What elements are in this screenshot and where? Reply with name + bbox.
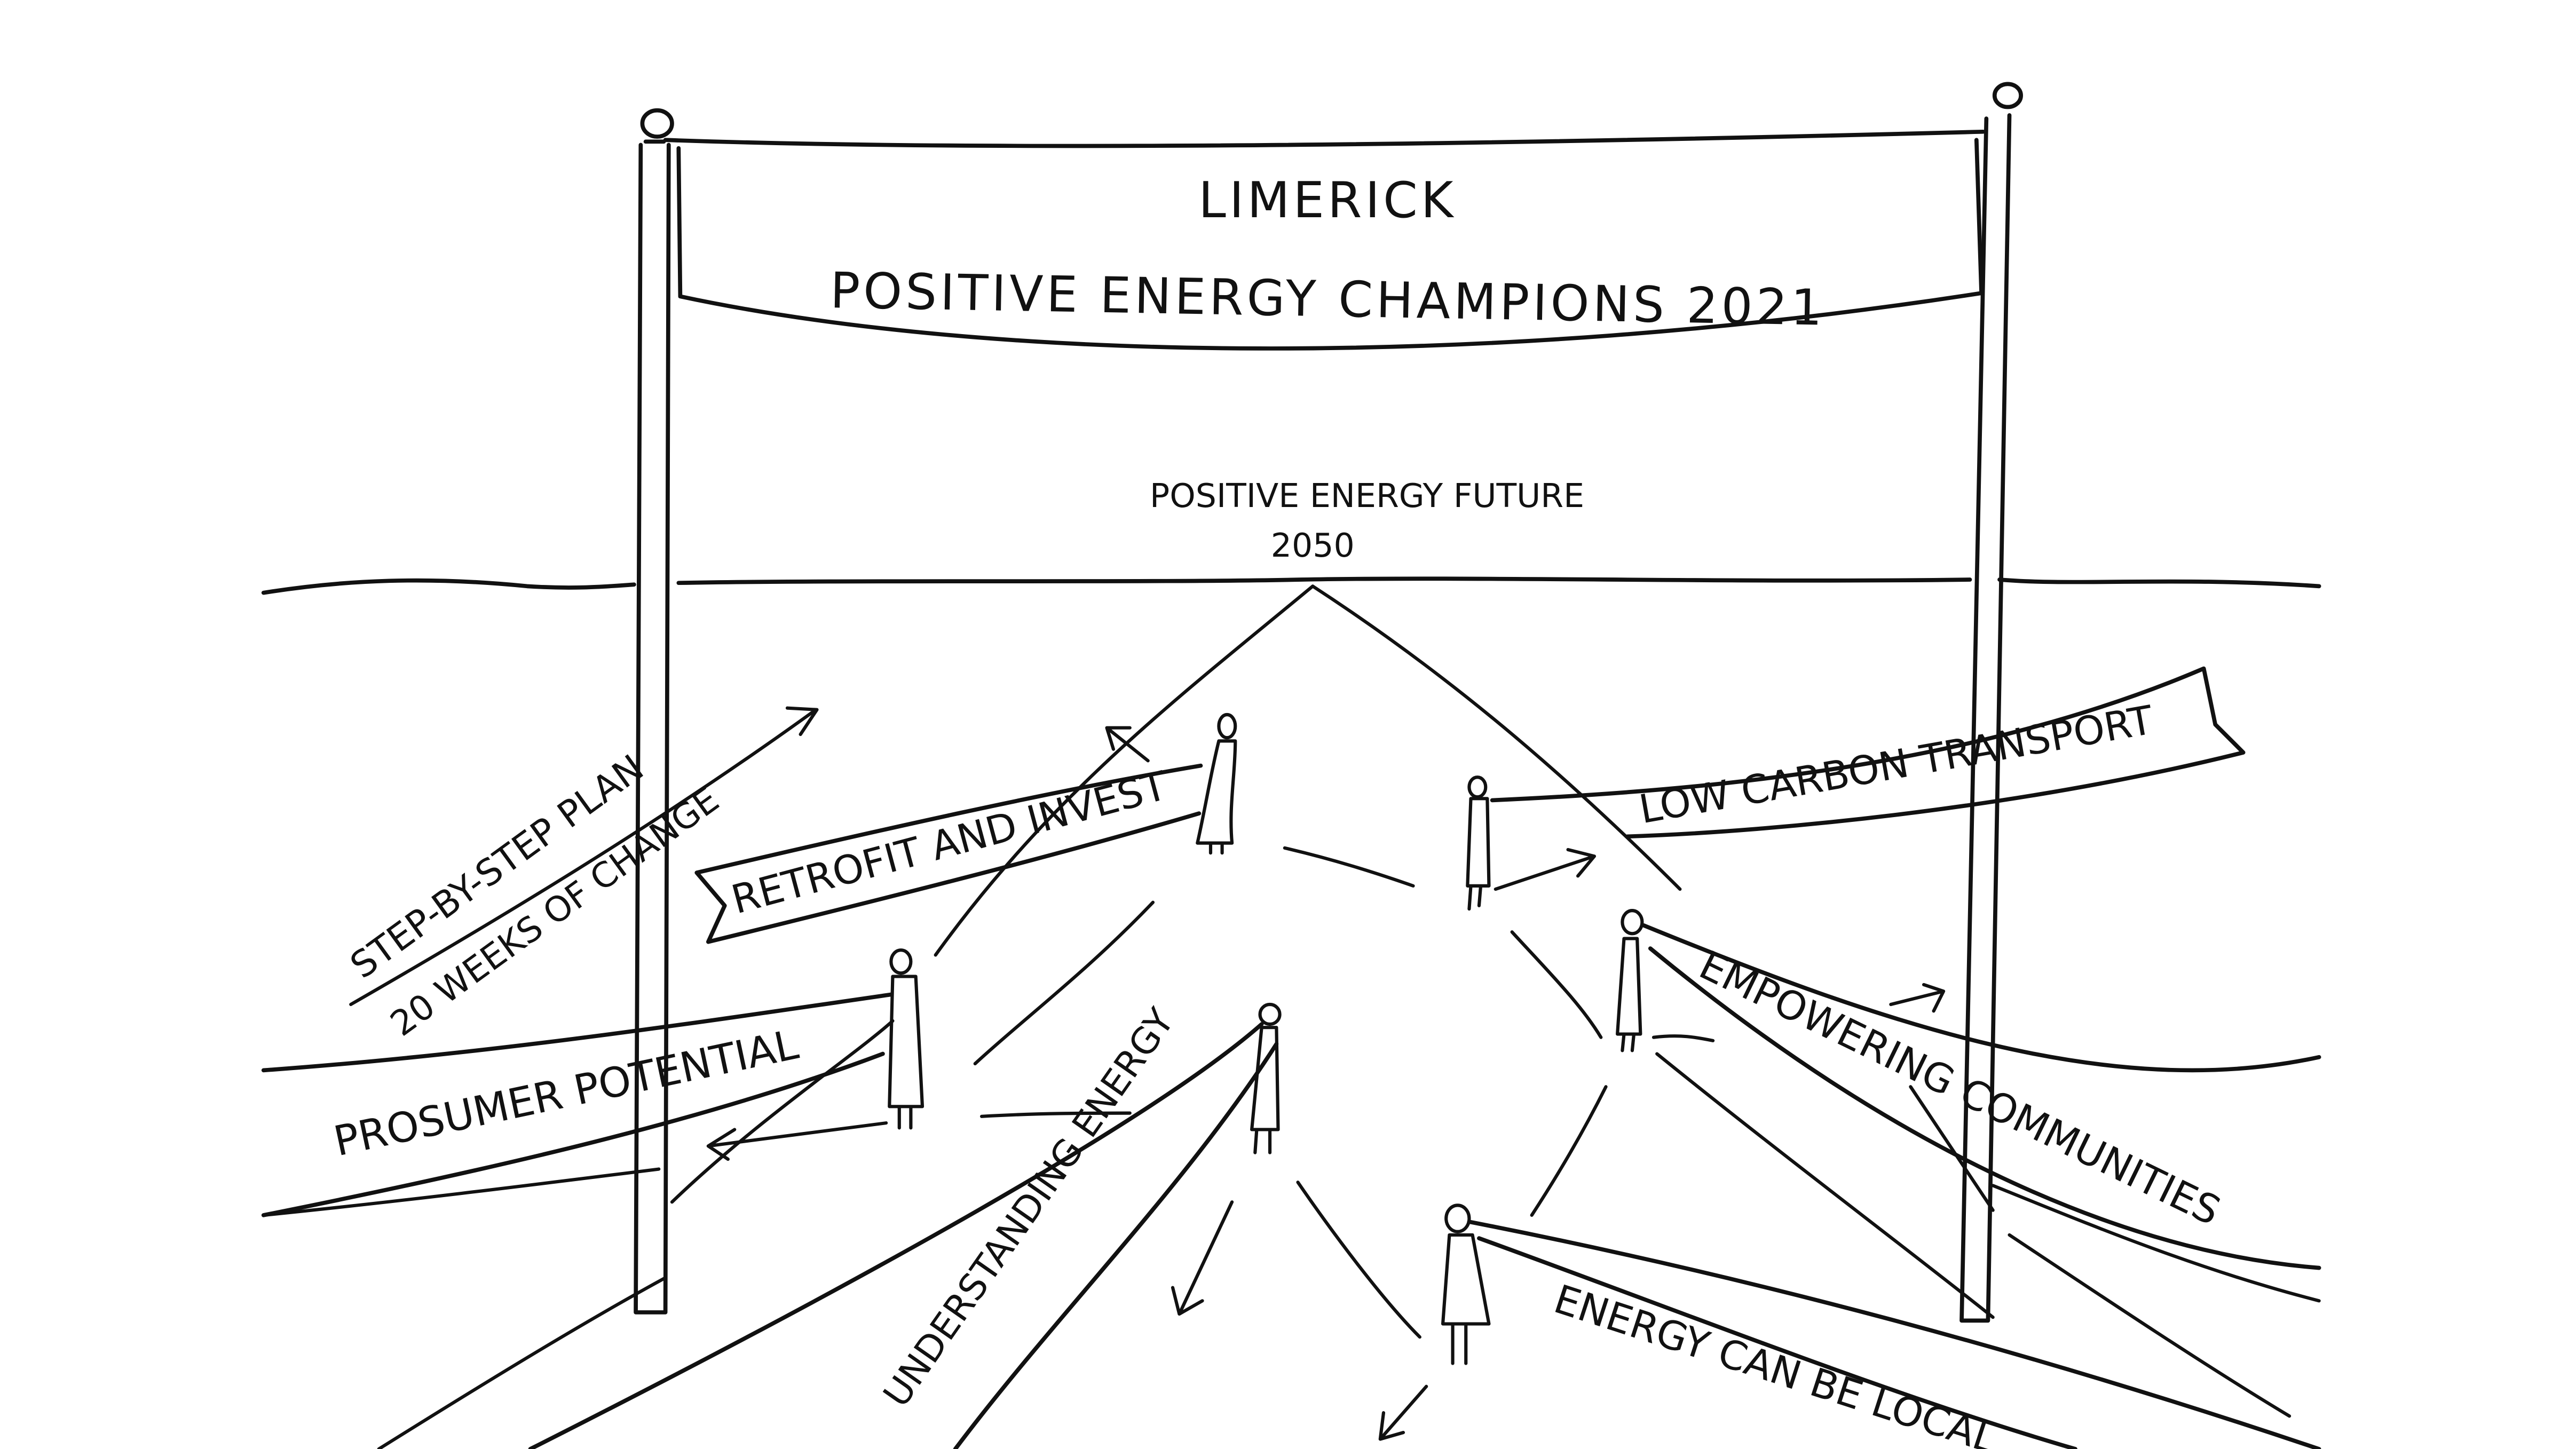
figure-transport [1466,775,1491,911]
right-banner-pole [1959,82,2023,1323]
figure-retrofit [1196,712,1237,855]
destination-label: POSITIVE ENERGY FUTURE [1150,477,1584,515]
figure-local [1441,1203,1491,1365]
streamer-prosumer: PROSUMER POTENTIAL [261,992,894,1217]
streamer-transport: LOW CARBON TRANSPORT [1490,666,2246,891]
figure-understanding [1250,1002,1282,1154]
figure-communities [1616,909,1644,1052]
converging-paths [262,584,2321,1449]
streamer-retrofit-label: RETROFIT AND INVEST [727,763,1172,923]
streamer-local-label: ENERGY CAN BE LOCAL [1548,1276,2002,1449]
banner-subtitle: POSITIVE ENERGY CHAMPIONS 2021 [829,262,1826,337]
left-banner-pole [634,108,674,1315]
main-banner: LIMERICK POSITIVE ENERGY CHAMPIONS 2021 [663,129,1986,351]
streamer-retrofit: RETROFIT AND INVEST [694,726,1203,944]
figure-prosumer [888,948,924,1130]
streamer-communities-label: EMPOWERING COMMUNITIES [1692,942,2227,1234]
horizon-line [261,576,2321,595]
streamer-communities: EMPOWERING COMMUNITIES [1641,923,2321,1270]
banner-title: LIMERICK [1198,171,1456,229]
destination-year: 2050 [1271,526,1355,565]
streamer-transport-label: LOW CARBON TRANSPORT [1636,697,2157,833]
